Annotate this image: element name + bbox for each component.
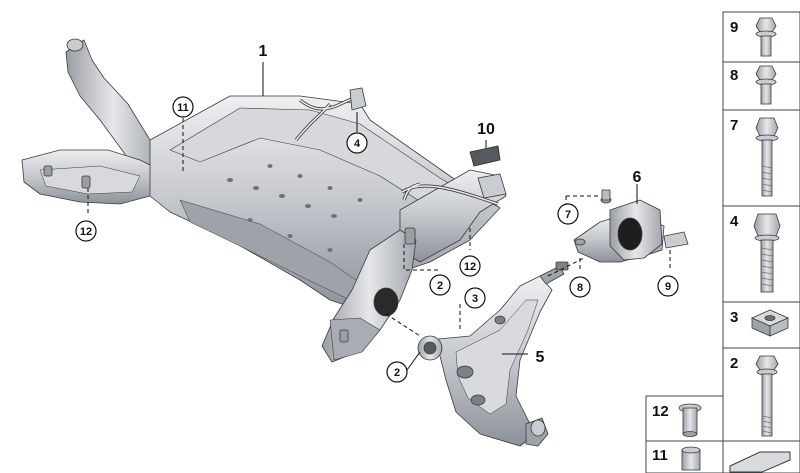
panel-label-12: 12 bbox=[652, 403, 669, 420]
circled-callout-7: 7 bbox=[557, 203, 579, 225]
control-arm-hole-2 bbox=[470, 394, 486, 406]
dashed-leader-lines bbox=[87, 118, 671, 337]
bolt-8-icon bbox=[755, 65, 777, 105]
square-nut-3-icon bbox=[751, 309, 789, 337]
circled-callout-11: 11 bbox=[172, 96, 194, 118]
plain-callouts: 1 10 6 5 bbox=[259, 43, 642, 366]
callout-10: 10 bbox=[477, 121, 495, 138]
circled-callout-2-upper: 2 bbox=[429, 274, 451, 296]
control-arm-hole-1 bbox=[456, 365, 474, 379]
panel-label-3: 3 bbox=[730, 309, 738, 326]
panel-label-7: 7 bbox=[730, 117, 738, 134]
callout-5: 5 bbox=[536, 349, 545, 366]
svg-text:9: 9 bbox=[665, 281, 671, 293]
panel-label-9: 9 bbox=[730, 19, 738, 36]
circled-callout-3: 3 bbox=[464, 287, 486, 309]
circled-callout-2-lower: 2 bbox=[386, 361, 408, 383]
svg-text:3: 3 bbox=[472, 293, 478, 305]
pipe-bracket-top bbox=[349, 87, 367, 111]
part-10-strip bbox=[469, 145, 501, 167]
panel-label-2: 2 bbox=[730, 355, 738, 372]
callout-1: 1 bbox=[259, 43, 268, 60]
nut-11-icon bbox=[681, 446, 701, 471]
panel-label-11: 11 bbox=[652, 447, 668, 464]
bolt-2-icon bbox=[755, 355, 779, 437]
panel-label-8: 8 bbox=[730, 67, 738, 84]
circled-callout-8: 8 bbox=[569, 276, 591, 298]
bolt-7-icon bbox=[755, 117, 779, 197]
circled-callouts: 11 4 12 12 2 3 7 8 bbox=[75, 96, 679, 383]
panel-parts-illustrations bbox=[678, 17, 791, 473]
bolt-9-icon bbox=[755, 17, 777, 57]
svg-text:8: 8 bbox=[577, 282, 583, 294]
svg-text:4: 4 bbox=[354, 138, 361, 150]
parts-panel-labels: 9 8 7 4 3 2 12 11 bbox=[652, 19, 739, 464]
circled-callout-12-right: 12 bbox=[459, 255, 481, 277]
control-arm-hole-3 bbox=[494, 315, 506, 325]
pipe-bracket-right bbox=[477, 173, 507, 199]
sleeve-12-icon bbox=[678, 403, 702, 437]
rear-mount-part bbox=[573, 189, 689, 263]
rear-mount-bolt-left bbox=[574, 238, 586, 246]
callout-6: 6 bbox=[633, 169, 642, 186]
rear-mount-tab-right bbox=[663, 231, 689, 249]
body-bolts bbox=[43, 165, 416, 343]
lower-tower-bushing bbox=[373, 287, 399, 317]
tower-mount-top bbox=[66, 38, 84, 52]
subframe-pipes-highlight bbox=[295, 95, 499, 205]
svg-text:2: 2 bbox=[437, 280, 443, 292]
leader-2-lower bbox=[406, 351, 421, 371]
circled-callout-9: 9 bbox=[657, 275, 679, 297]
control-arm-pin bbox=[539, 265, 565, 285]
svg-text:12: 12 bbox=[80, 226, 92, 238]
rear-mount-rubber bbox=[617, 217, 643, 251]
subframe-part bbox=[21, 38, 507, 363]
panel-arrow-icon bbox=[729, 451, 791, 473]
bolt-4-icon bbox=[753, 213, 781, 293]
svg-text:11: 11 bbox=[177, 102, 189, 114]
circled-callout-4: 4 bbox=[346, 132, 368, 154]
svg-text:12: 12 bbox=[464, 261, 476, 273]
svg-text:7: 7 bbox=[565, 209, 571, 221]
svg-text:2: 2 bbox=[394, 367, 400, 379]
control-arm-part bbox=[417, 261, 569, 447]
panel-label-4: 4 bbox=[730, 213, 739, 230]
subframe-holes bbox=[227, 164, 363, 252]
solid-leader-lines bbox=[262, 62, 638, 355]
circled-callout-12-left: 12 bbox=[75, 220, 97, 242]
